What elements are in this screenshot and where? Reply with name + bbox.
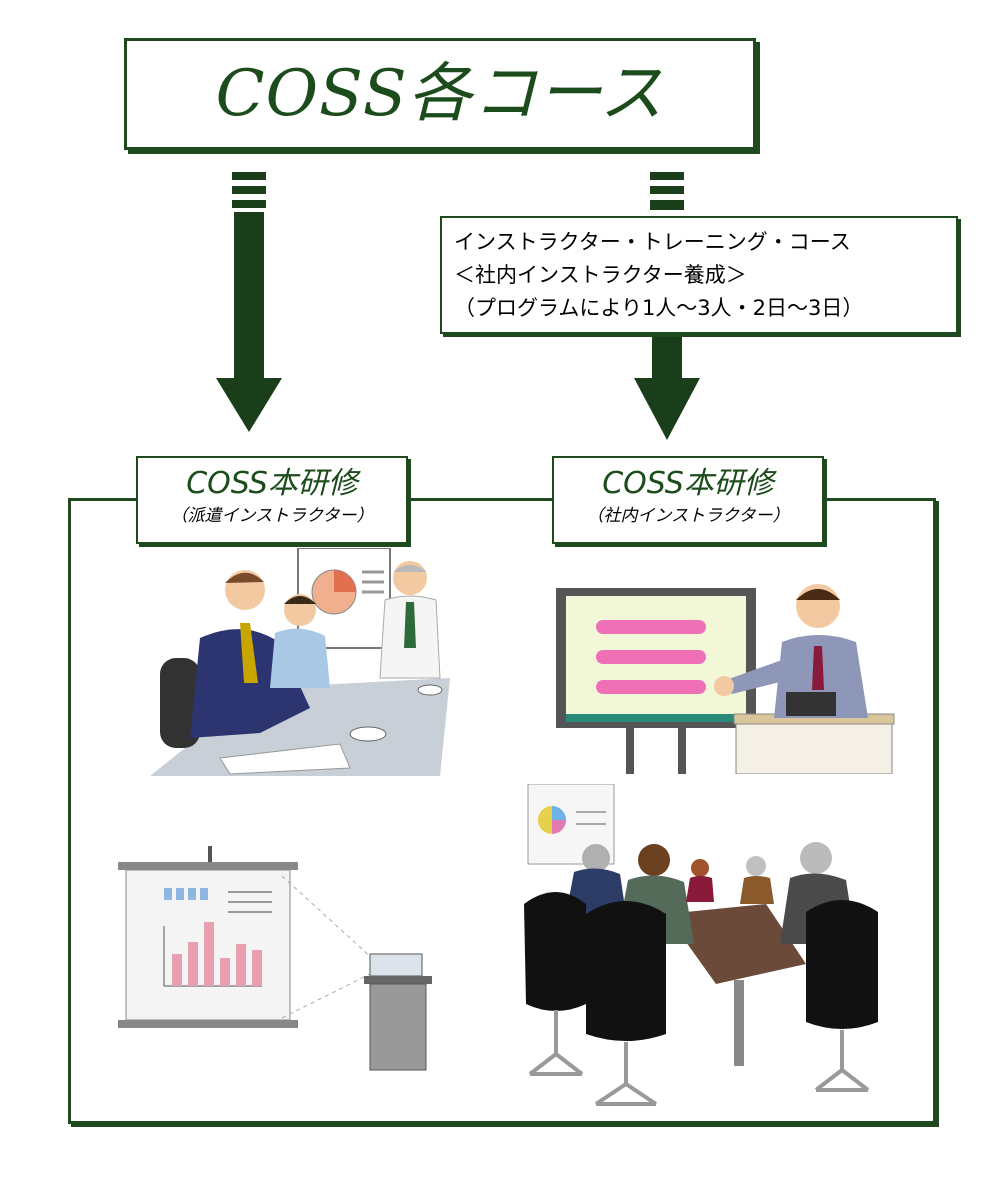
right-arrow: [634, 172, 700, 440]
presenter-illustration: [556, 584, 895, 774]
meeting-illustration: [150, 548, 450, 776]
course-purpose: ＜社内インストラクター養成＞: [454, 263, 747, 287]
instructor-course-box: インストラクター・トレーニング・コース ＜社内インストラクター養成＞ （プログラ…: [440, 216, 958, 334]
right-box-title: COSS本研修: [602, 466, 774, 501]
left-box-subtitle: （派遣インストラクター）: [170, 506, 374, 526]
in-house-instructor-box: COSS本研修 （社内インストラクター）: [552, 456, 824, 544]
left-arrow: [216, 172, 282, 432]
projector-illustration: [118, 846, 432, 1071]
dispatched-instructor-box: COSS本研修 （派遣インストラクター）: [136, 456, 408, 544]
left-box-title: COSS本研修: [186, 466, 358, 501]
conference-illustration: [524, 784, 878, 1106]
page-title: COSS各コース: [215, 57, 665, 131]
course-name: インストラクター・トレーニング・コース: [454, 230, 851, 254]
course-program: （プログラムにより1人～3人・2日～3日）: [454, 296, 864, 320]
right-box-subtitle: （社内インストラクター）: [586, 506, 790, 526]
title-box: COSS各コース: [124, 38, 756, 150]
